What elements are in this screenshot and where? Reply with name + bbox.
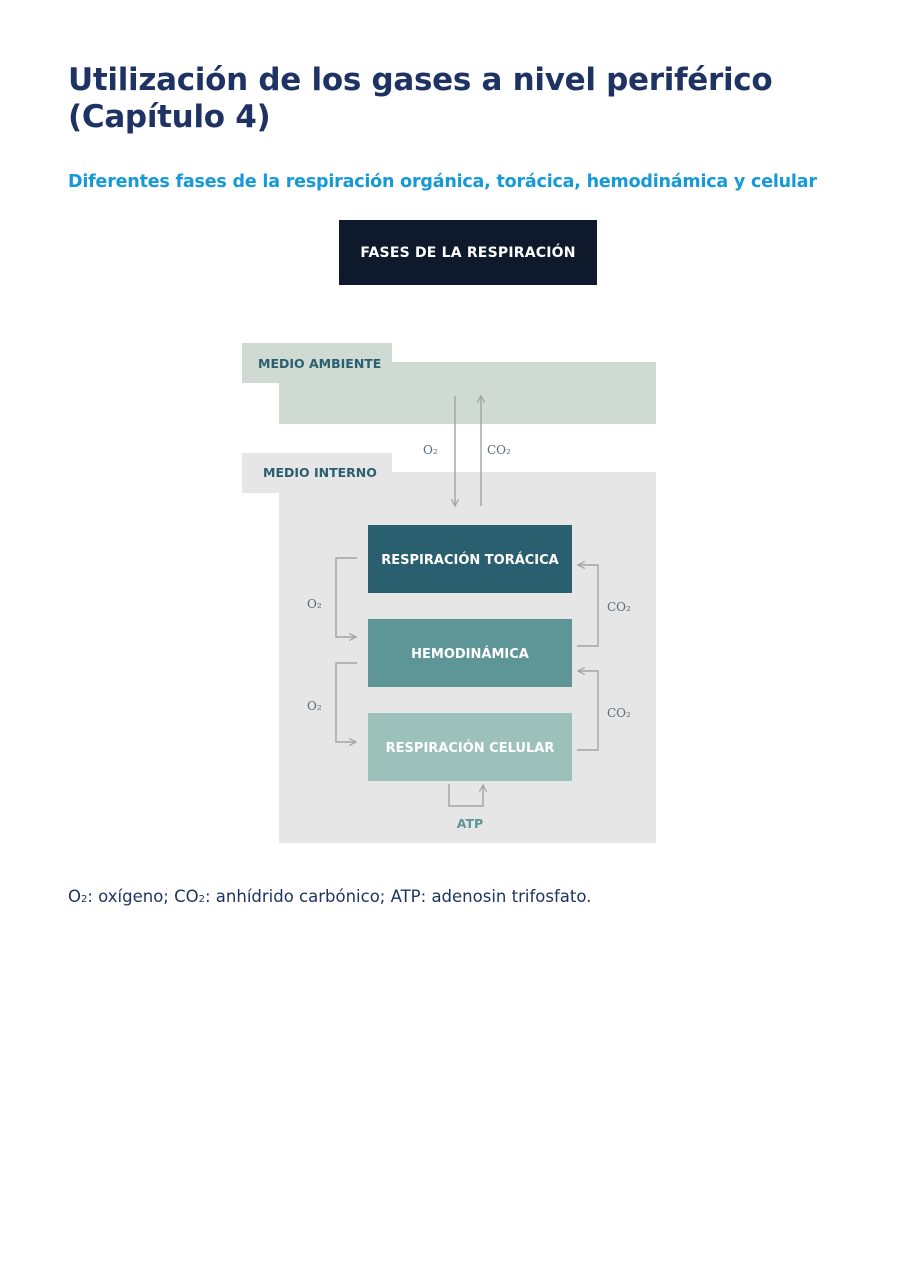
- legend-o2: O: [68, 887, 81, 906]
- co2-right-label-2: CO₂: [607, 706, 631, 720]
- ambient-label: MEDIO AMBIENTE: [258, 356, 381, 371]
- phase-hemodynamic-label: HEMODINÁMICA: [411, 646, 529, 662]
- o2-left-label-1: O₂: [307, 597, 322, 611]
- figure-subtitle: Diferentes fases de la respiración orgán…: [68, 172, 817, 192]
- co2-right-label-1: CO₂: [607, 600, 631, 614]
- co2-top-label: CO₂: [487, 443, 511, 457]
- o2-left-label-2: O₂: [307, 699, 322, 713]
- legend-rest: : anhídrido carbónico; ATP: adenosin tri…: [204, 887, 592, 906]
- o2-left-arrow-2: [335, 662, 358, 747]
- diagram-header-label: FASES DE LA RESPIRACIÓN: [360, 244, 576, 261]
- o2-left-arrow-1: [335, 557, 358, 642]
- diagram-header: FASES DE LA RESPIRACIÓN: [339, 220, 597, 285]
- ambient-region: [279, 362, 656, 424]
- legend-o2-sub: 2: [81, 894, 88, 905]
- phase-hemodynamic-box: [368, 619, 572, 687]
- atp-label: ATP: [457, 816, 483, 831]
- figure-legend: O2: oxígeno; CO2: anhídrido carbónico; A…: [68, 887, 868, 906]
- legend-co2-sub: 2: [198, 894, 205, 905]
- atp-arrow: [448, 783, 488, 807]
- phase-cellular-label: RESPIRACIÓN CELULAR: [386, 740, 555, 756]
- o2-top-label: O₂: [423, 443, 438, 457]
- title-line-1: Utilización de los gases a nivel perifér…: [68, 62, 773, 98]
- co2-right-arrow-1: [576, 560, 599, 647]
- co2-right-arrow-2: [576, 666, 599, 751]
- phase-cellular-box: [368, 713, 572, 781]
- internal-label: MEDIO INTERNO: [263, 465, 377, 480]
- phase-thoracic-box: [368, 525, 572, 593]
- page-title: Utilización de los gases a nivel perifér…: [68, 62, 848, 136]
- phase-thoracic-label: RESPIRACIÓN TORÁCICA: [381, 552, 559, 568]
- legend-o2-text: : oxígeno; CO: [87, 887, 199, 906]
- title-line-2: (Capítulo 4): [68, 99, 271, 135]
